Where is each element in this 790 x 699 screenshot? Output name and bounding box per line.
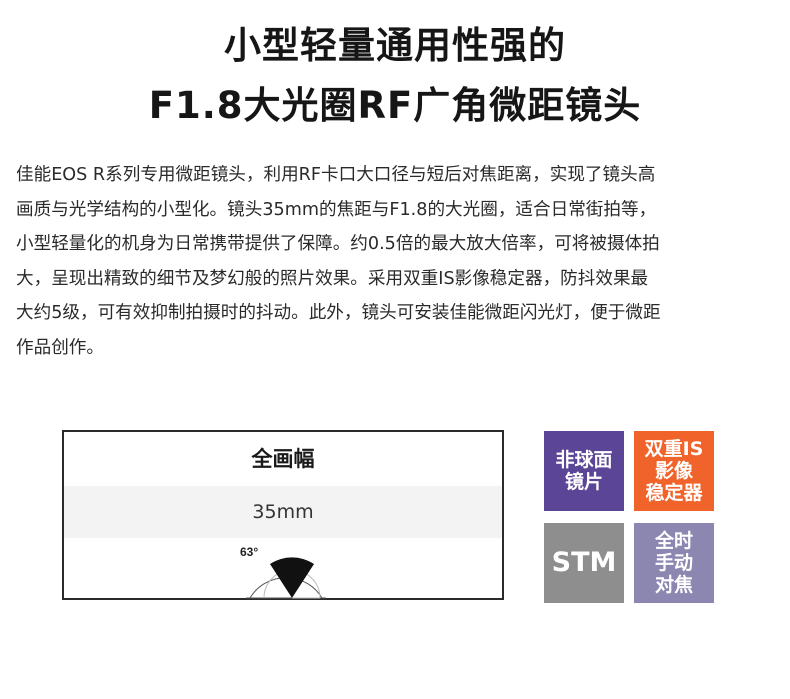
- description-line: 作品创作。: [16, 337, 104, 358]
- dual-is-badge: 双重IS 影像 稳定器: [634, 431, 714, 511]
- angle-of-view: 63°: [64, 538, 502, 600]
- description-line: 大约5级，可有效抑制拍摄时的抖动。此外，镜头可安装佳能微距闪光灯，便于微距: [16, 303, 661, 323]
- focal-length: 35mm: [64, 486, 502, 538]
- badge-label: 全时 手动 对焦: [654, 530, 693, 596]
- aspherical-lens-badge: 非球面 镜片: [544, 431, 624, 511]
- spec-card: 全画幅 35mm 63°: [62, 430, 504, 600]
- badge-label: 非球面 镜片: [555, 449, 613, 493]
- page-title-line-1: 小型轻量通用性强的: [224, 24, 566, 67]
- badge-label: STM: [551, 547, 617, 578]
- angle-of-view-icon: 63°: [240, 545, 326, 599]
- description-line: 小型轻量化的机身为日常携带提供了保障。约0.5倍的最大放大倍率，可将被摄体拍: [16, 234, 660, 254]
- sensor-format: 全画幅: [251, 447, 315, 471]
- badge-label: 双重IS 影像 稳定器: [644, 438, 704, 504]
- description-line: 画质与光学结构的小型化。镜头35mm的焦距与F1.8的大光圈，适合日常街拍等，: [16, 199, 657, 220]
- page-title-line-2: F1.8大光圈RF广角微距镜头: [148, 84, 642, 127]
- description-line: 大，呈现出精致的细节及梦幻般的照片效果。采用双重IS影像稳定器，防抖效果最: [16, 268, 649, 289]
- product-description: 佳能EOS R系列专用微距镜头，利用RF卡口大口径与短后对焦距离，实现了镜头高 …: [16, 158, 782, 365]
- angle-label: 63°: [240, 545, 258, 559]
- full-time-manual-focus-badge: 全时 手动 对焦: [634, 523, 714, 603]
- description-line: 佳能EOS R系列专用微距镜头，利用RF卡口大口径与短后对焦距离，实现了镜头高: [16, 165, 656, 185]
- stm-badge: STM: [544, 523, 624, 603]
